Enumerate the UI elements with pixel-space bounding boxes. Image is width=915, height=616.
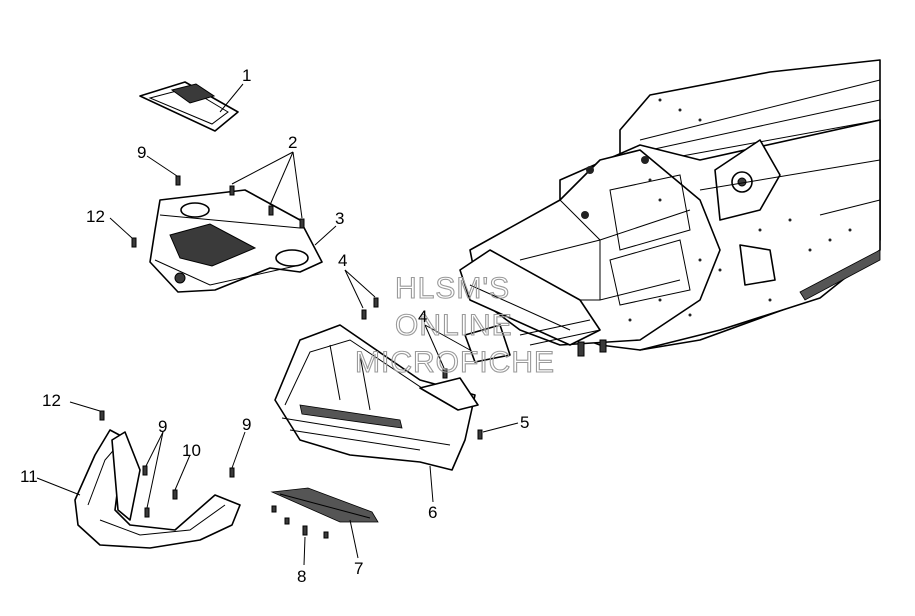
callout-7: 7 [354, 559, 363, 578]
callout-12b: 12 [42, 391, 61, 410]
callout-10: 10 [182, 441, 201, 460]
callout-9b: 9 [158, 417, 167, 436]
watermark-line-2: ONLINE [395, 309, 513, 342]
watermark-line-3: MICROFICHE [355, 346, 555, 379]
callout-labels: 1 2 3 4 4 5 6 7 8 9 9 9 10 11 12 12 [20, 66, 529, 586]
part-7-skid-plate [270, 487, 379, 523]
part-1-cover-plate [139, 81, 239, 132]
leader-lines [36, 83, 519, 566]
watermark-line-1: HLSM'S [395, 272, 510, 305]
callout-1: 1 [242, 66, 251, 85]
part-11-front-bumper [74, 429, 241, 549]
callout-11: 11 [20, 467, 38, 486]
callout-8: 8 [297, 567, 306, 586]
watermark: HLSM'S ONLINE MICROFICHE [354, 271, 555, 379]
callout-9c: 9 [242, 415, 251, 434]
part-3-upper-panel [149, 189, 323, 293]
callout-6: 6 [428, 503, 437, 522]
part-6-bottom-pan [274, 324, 479, 471]
fasteners [99, 175, 483, 539]
callout-3: 3 [335, 209, 344, 228]
callout-4a: 4 [338, 251, 347, 270]
chassis-frame [459, 59, 881, 363]
callout-5: 5 [520, 413, 529, 432]
callout-9a: 9 [137, 143, 146, 162]
callout-12a: 12 [86, 207, 105, 226]
callout-2: 2 [288, 133, 297, 152]
callout-4b: 4 [418, 307, 427, 326]
